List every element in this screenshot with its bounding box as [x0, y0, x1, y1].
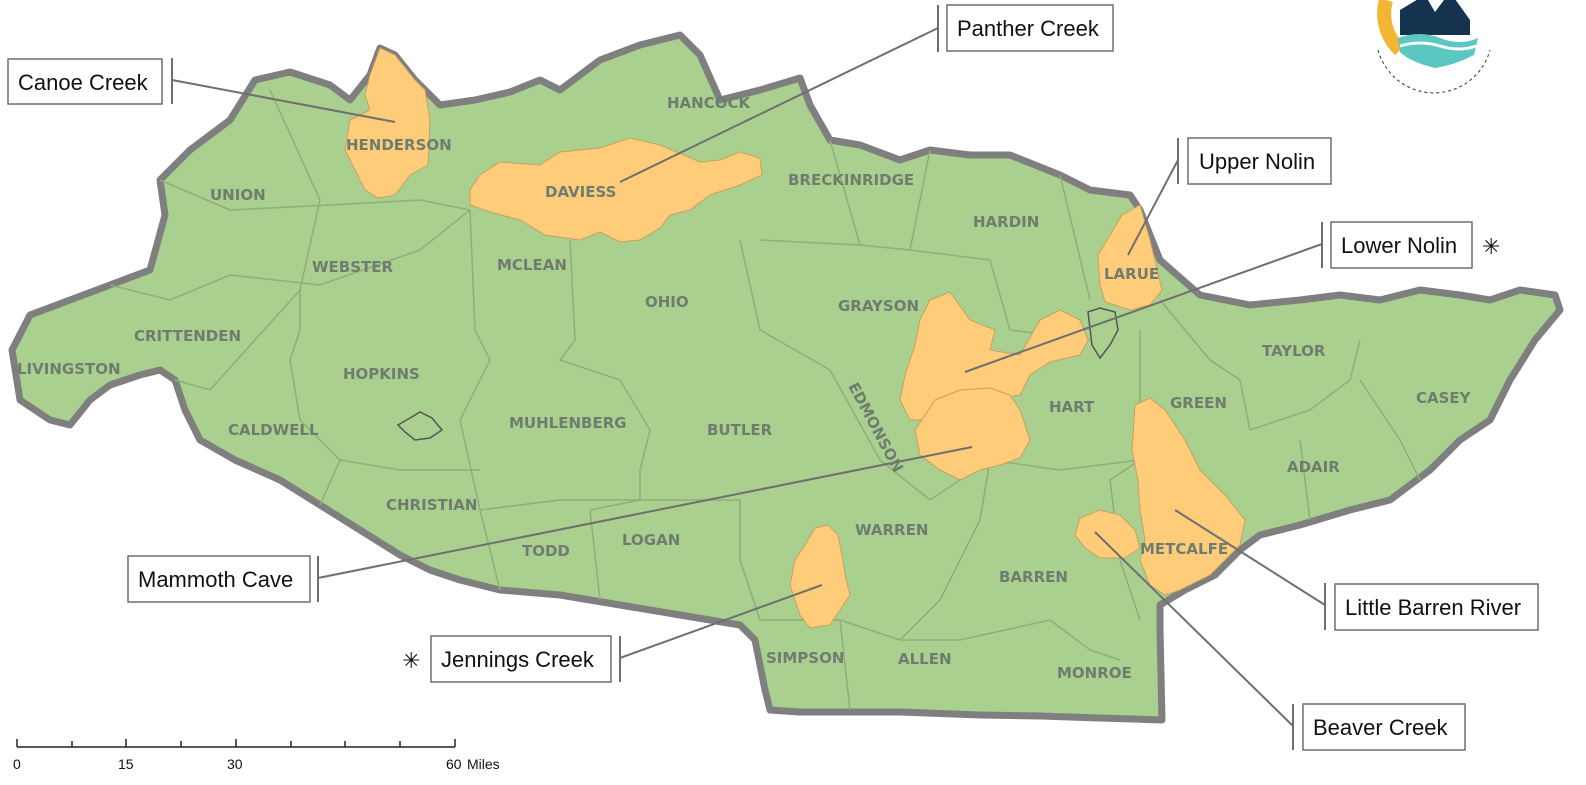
scale-bar-labels: 0 15 30 60 Miles [13, 756, 500, 772]
callout-label: Panther Creek [957, 16, 1100, 41]
callout-lines [171, 27, 1326, 727]
county-label: GREEN [1170, 394, 1227, 412]
county-label: TAYLOR [1262, 342, 1326, 360]
county-label: HART [1049, 398, 1095, 416]
county-label: MUHLENBERG [509, 414, 627, 432]
star-marker: ✳ [402, 648, 420, 673]
county-label: TODD [522, 542, 570, 560]
county-label: CHRISTIAN [386, 496, 477, 514]
scale-unit-label: Miles [467, 756, 500, 772]
scale-tick-label: 30 [227, 756, 243, 772]
county-lines [109, 89, 1421, 711]
county-label: ADAIR [1287, 458, 1340, 476]
county-label: SIMPSON [766, 649, 844, 667]
callout-mammoth-cave: Mammoth Cave [127, 555, 311, 603]
upper-nolin-area [1097, 204, 1163, 311]
scale-tick-label: 15 [118, 756, 134, 772]
star-marker: ✳ [1482, 234, 1500, 259]
callout-label: Canoe Creek [18, 70, 149, 95]
county-label: BRECKINRIDGE [788, 171, 914, 189]
county-label: METCALFE [1140, 540, 1228, 558]
lower-nolin-outline [1087, 307, 1119, 360]
panther-creek-area [469, 137, 763, 243]
county-label: UNION [210, 186, 266, 204]
beaver-creek-area [1074, 509, 1141, 559]
county-label: LOGAN [622, 531, 680, 549]
callout-beaver-creek: Beaver Creek [1302, 703, 1466, 751]
county-label: HOPKINS [343, 365, 420, 383]
callout-jennings-creek: ✳ Jennings Creek [402, 635, 612, 683]
jennings-creek-area [789, 524, 851, 629]
county-label: BUTLER [707, 421, 773, 439]
little-barren-river-area [1131, 397, 1246, 596]
callout-canoe-creek: Canoe Creek [7, 58, 163, 105]
county-label: BARREN [999, 568, 1068, 586]
callout-lower-nolin: Lower Nolin ✳ [1330, 221, 1500, 269]
hopkins-outline [396, 411, 444, 441]
callout-label: Beaver Creek [1313, 715, 1449, 740]
county-labels: HENDERSON HANCOCK UNION DAVIESS BRECKINR… [17, 94, 1472, 682]
scale-tick-label: 0 [13, 756, 21, 772]
county-label: WARREN [855, 521, 928, 539]
county-label: HENDERSON [346, 136, 452, 154]
county-label: DAVIESS [545, 183, 616, 201]
callout-label: Jennings Creek [441, 647, 595, 672]
lower-nolin-area [899, 291, 1089, 421]
county-label: CASEY [1416, 389, 1472, 407]
scale-bar [16, 739, 456, 748]
county-label: WEBSTER [312, 258, 394, 276]
county-label: CALDWELL [228, 421, 319, 439]
callout-panther-creek: Panther Creek [946, 4, 1114, 52]
callout-little-barren-river: Little Barren River [1334, 583, 1539, 631]
callout-label: Mammoth Cave [138, 567, 293, 592]
scale-tick-label: 60 [446, 756, 462, 772]
callout-label: Lower Nolin [1341, 233, 1457, 258]
canoe-creek-area [344, 47, 431, 199]
energy-environment-cabinet-seal-icon [1377, 0, 1491, 94]
county-label: HANCOCK [667, 94, 751, 112]
watershed-areas [344, 47, 1246, 629]
county-label: ALLEN [898, 650, 952, 668]
county-label: MONROE [1057, 664, 1132, 682]
county-label: MCLEAN [497, 256, 567, 274]
callout-label: Little Barren River [1345, 595, 1521, 620]
callout-upper-nolin: Upper Nolin [1187, 137, 1332, 185]
callout-ticks [171, 5, 1326, 750]
county-label: CRITTENDEN [134, 327, 241, 345]
county-label: LARUE [1104, 265, 1159, 283]
county-label: OHIO [645, 293, 689, 311]
special-area-outlines [396, 307, 1119, 441]
county-label: GRAYSON [838, 297, 919, 315]
callout-label: Upper Nolin [1199, 149, 1315, 174]
county-label: HARDIN [973, 213, 1039, 231]
county-label: LIVINGSTON [17, 360, 121, 378]
